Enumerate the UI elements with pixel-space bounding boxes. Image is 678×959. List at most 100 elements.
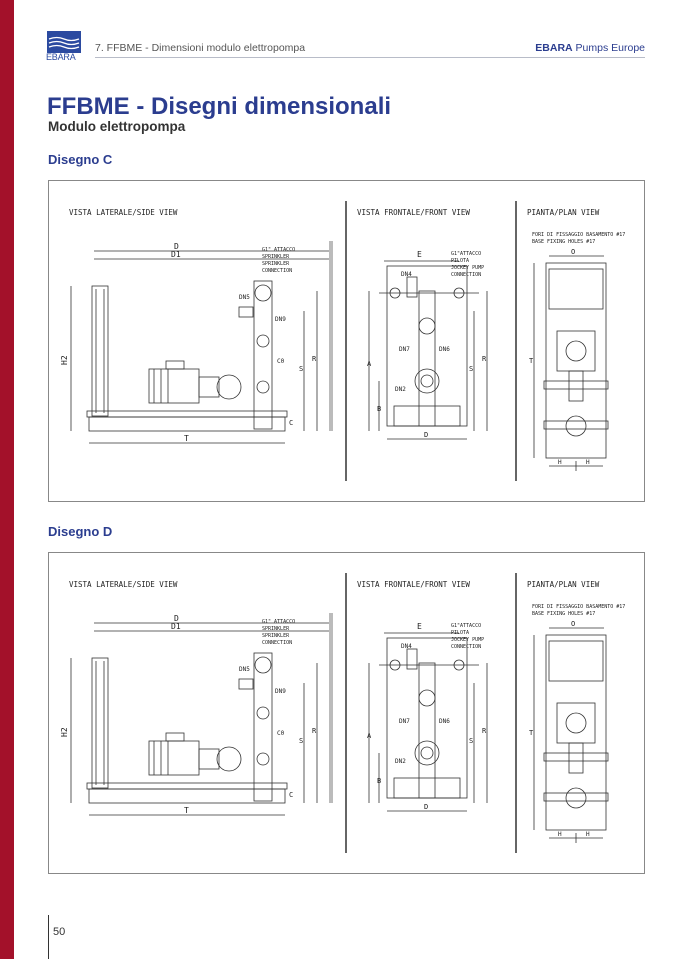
plan-view: PIANTA/PLAN VIEW FORI DI FISSAGGIO BASAM… — [527, 208, 625, 471]
drawing-line — [256, 334, 270, 348]
drawing-label: G1" ATTACCO — [262, 619, 295, 625]
drawing-label: DN6 — [439, 346, 450, 353]
technical-drawing: VISTA LATERALE/SIDE VIEW D D1 G1" ATTACC… — [60, 201, 625, 481]
page-number: 50 — [53, 926, 66, 938]
drawing-line — [420, 374, 434, 388]
plan-view: PIANTA/PLAN VIEW FORI DI FISSAGGIO BASAM… — [527, 580, 625, 843]
drawing-label: R — [312, 355, 317, 363]
drawing-line — [543, 380, 609, 390]
pump — [216, 746, 242, 772]
control-panel — [91, 285, 109, 417]
drawing-label: DN4 — [401, 271, 412, 278]
drawing-label: PILOTA — [451, 258, 469, 264]
drawing-label: H2 — [60, 355, 69, 365]
drawing-line — [545, 634, 607, 831]
red-side-stripe — [0, 0, 14, 959]
drawing-label: DN2 — [395, 386, 406, 393]
drawing-label: C0 — [277, 358, 285, 365]
page-number-rule — [48, 915, 49, 959]
drawing-label: S — [299, 737, 303, 745]
header-divider — [95, 57, 645, 58]
drawing-label: DN9 — [275, 316, 286, 323]
page-subtitle: Modulo elettropompa — [48, 119, 186, 134]
drawing-label: VISTA LATERALE/SIDE VIEW — [69, 580, 178, 589]
drawing-line — [329, 241, 333, 431]
drawing-label: JOCKEY PUMP — [451, 637, 484, 643]
drawing-label: DN7 — [399, 346, 410, 353]
side-view: VISTA LATERALE/SIDE VIEW D D1 G1" ATTACC… — [60, 208, 333, 444]
drawing-line — [545, 262, 607, 459]
drawing-label: SPRINKLER — [262, 261, 290, 267]
drawing-line — [88, 416, 286, 432]
drawing-label: H — [558, 831, 562, 838]
drawing-line — [389, 659, 401, 671]
drawing-label: E — [417, 622, 422, 631]
drawing-d-heading: Disegno D — [48, 524, 113, 539]
drawing-line — [548, 268, 604, 310]
drawing-label: PIANTA/PLAN VIEW — [527, 208, 600, 217]
drawing-label: G1" ATTACCO — [262, 247, 295, 253]
drawing-c-box: VISTA LATERALE/SIDE VIEW D D1 G1" ATTACC… — [48, 180, 645, 502]
drawing-label: T — [184, 806, 189, 815]
pump — [414, 740, 440, 766]
brand-header: EBARA Pumps Europe — [535, 42, 645, 54]
drawing-line — [453, 659, 465, 671]
drawing-label: CONNECTION — [451, 644, 481, 650]
drawing-line — [256, 752, 270, 766]
drawing-line — [568, 370, 584, 402]
drawing-label: PILOTA — [451, 630, 469, 636]
drawing-label: G1"ATTACCO — [451, 251, 481, 257]
drawing-line — [254, 284, 272, 302]
drawing-label: SPRINKLER — [262, 626, 290, 632]
drawing-line — [389, 287, 401, 299]
drawing-line — [48, 36, 80, 50]
drawing-line — [548, 640, 604, 682]
drawing-line — [568, 742, 584, 774]
drawing-line — [238, 306, 254, 318]
drawing-line — [256, 380, 270, 394]
drawing-line — [543, 792, 609, 802]
drawing-line — [47, 31, 81, 53]
drawing-line — [198, 748, 220, 770]
drawing-label: S — [469, 737, 473, 745]
drawing-label: DN7 — [399, 718, 410, 725]
drawing-label: D — [424, 803, 428, 811]
front-view: VISTA FRONTALE/FRONT VIEW E G1"ATTACCO P… — [357, 580, 488, 812]
drawing-line — [329, 613, 333, 803]
drawing-label: JOCKEY PUMP — [451, 265, 484, 271]
drawing-label: BASE FIXING HOLES #17 — [532, 611, 595, 617]
drawing-label: T — [529, 729, 534, 737]
drawing-d-box: VISTA LATERALE/SIDE VIEW D D1 G1" ATTACC… — [48, 552, 645, 874]
drawing-line — [88, 788, 286, 804]
drawing-label: E — [417, 250, 422, 259]
drawing-label: PIANTA/PLAN VIEW — [527, 580, 600, 589]
drawing-label: H — [586, 831, 590, 838]
drawing-label: VISTA LATERALE/SIDE VIEW — [69, 208, 178, 217]
motor — [556, 330, 596, 372]
drawing-label: A — [367, 360, 372, 368]
drawing-label: C0 — [277, 730, 285, 737]
drawing-label: DN5 — [239, 294, 250, 301]
drawing-label: C — [289, 419, 293, 427]
drawing-line — [418, 689, 436, 707]
drawing-label: T — [184, 434, 189, 443]
drawing-label: R — [482, 355, 487, 363]
pump — [565, 787, 587, 809]
drawing-line — [165, 360, 185, 370]
manifold — [253, 280, 273, 430]
drawing-label: FORI DI FISSAGGIO BASAMENTO #17 — [532, 232, 625, 238]
drawing-label: SPRINKLER — [262, 633, 290, 639]
motor — [556, 702, 596, 744]
drawing-label: D1 — [171, 622, 181, 631]
drawing-label: DN2 — [395, 758, 406, 765]
drawing-line — [165, 732, 185, 742]
pump — [565, 415, 587, 437]
drawing-label: VISTA FRONTALE/FRONT VIEW — [357, 580, 470, 589]
drawing-line — [198, 376, 220, 398]
control-panel — [91, 657, 109, 789]
drawing-label: DN9 — [275, 688, 286, 695]
drawing-line — [406, 648, 418, 670]
drawing-label: FORI DI FISSAGGIO BASAMENTO #17 — [532, 604, 625, 610]
drawing-label: H — [558, 459, 562, 466]
drawing-label: D — [174, 614, 179, 623]
